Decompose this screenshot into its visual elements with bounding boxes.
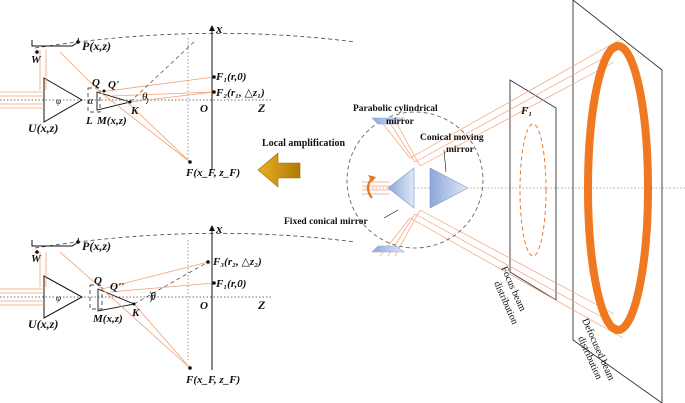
top-incoming-beams [0,50,47,109]
top-label-alpha: α [88,96,94,107]
bottom-point-w [35,250,39,254]
bottom-label-p: P(x,z) [82,239,111,253]
bottom-label-m: M(x,z) [92,313,123,325]
bottom-label-theta: θ [150,289,156,303]
top-label-x: x [215,21,223,36]
top-label-phi: φ [56,96,61,106]
top-cone-u [43,77,83,123]
top-cone-m [96,91,132,111]
top-label-theta: θ [142,91,148,103]
parabolic-label-line1: Parabolic cylindrical [353,104,438,114]
top-point-k [128,100,132,104]
top-label-w: W [31,54,42,66]
bottom-label-f: F(x_F, z_F) [185,374,240,386]
top-label-z: Z [257,101,266,115]
magnified-region-circle [346,111,484,249]
focus-ellipse [519,123,547,257]
bottom-theta-arc [149,291,153,303]
top-label-f1: F₁(r,0) [215,71,246,83]
bottom-point-p [76,240,80,244]
focus-f1-label: F₁ [520,105,532,117]
parabolic-label-line2: mirror [386,117,415,127]
top-point-f1 [212,75,216,79]
top-geometry-diagram: x Z O W P(x,z) U(x,z) φ Q Q' α L M(x,z) … [0,21,356,179]
bottom-label-phi: φ [56,293,61,303]
conical-moving-mirror [429,167,469,209]
bottom-detail-box [89,284,103,310]
top-detail-box [87,87,101,113]
bottom-geometry-diagram: x Z O W P(x,z) U(x,z) φ Q Q'' M(x,z) K θ… [0,221,356,386]
top-label-qp: Q' [108,79,119,91]
bottom-incoming-beams [0,252,47,306]
local-amplification-arrow: Local amplification [257,138,345,188]
bottom-point-f1 [212,281,216,285]
bottom-point-k [132,302,136,306]
top-label-u: U(x,z) [28,121,58,135]
defocused-screen [572,0,663,403]
rotation-arrow-head-icon [368,175,376,182]
bottom-label-q: Q [94,275,102,287]
parabolic-mirror-top [371,117,405,125]
bottom-cone-u [43,275,84,319]
bottom-label-o: O [200,300,208,312]
focus-screen [509,79,557,301]
defocused-ring [584,42,652,334]
top-point-p [76,40,80,44]
bottom-label-x: x [215,221,223,236]
top-label-p: P(x,z) [82,39,111,53]
top-label-o: O [200,103,208,115]
top-label-f: F(x_F, z_F) [185,167,240,179]
top-theta-ray [129,39,197,103]
top-label-l: L [85,115,93,127]
bottom-label-w: W [31,253,42,265]
conical-moving-label-line2: mirror [446,145,475,155]
optical-system: Parabolic cylindrical mirror Conical mov… [284,0,685,403]
fixed-conical-label: Fixed conical mirror [284,217,369,227]
conical-moving-label-line1: Conical moving [420,133,484,143]
bottom-mirror-segment [31,237,79,247]
top-label-q: Q [92,77,100,89]
parabolic-mirror-bottom [371,245,405,253]
fixed-mirror-pointer [383,209,399,219]
bottom-point-f3 [206,260,210,264]
top-mirror-segment [31,37,79,47]
bottom-label-f3: F₃(r₂, △z₂) [212,256,262,268]
bottom-cone-m [97,288,136,312]
top-theta-arc [145,96,149,105]
bottom-label-f1: F₁(r,0) [215,278,246,290]
local-amplification-label: Local amplification [262,138,345,149]
bottom-point-f [188,366,192,370]
bottom-label-k: K [131,307,140,319]
bottom-theta-ray [133,261,209,305]
top-label-m: M(x,z) [96,115,127,127]
outgoing-beams [379,37,624,339]
moving-mirror-pointer [443,149,447,173]
bottom-label-qpp: Q'' [110,281,124,293]
bottom-label-u: U(x,z) [28,317,58,331]
fixed-conical-mirror [387,167,415,209]
top-label-f2: F₂(r₁, △z₁) [215,87,265,99]
top-point-w [35,50,39,54]
top-label-k: K [130,105,139,117]
bottom-reflected-rays [59,251,215,369]
incoming-beams [362,181,390,195]
top-reflected-rays [59,51,215,163]
top-point-f [188,160,192,164]
bottom-label-z: Z [257,298,266,312]
top-point-f2 [212,90,216,94]
top-point-q [102,89,106,93]
